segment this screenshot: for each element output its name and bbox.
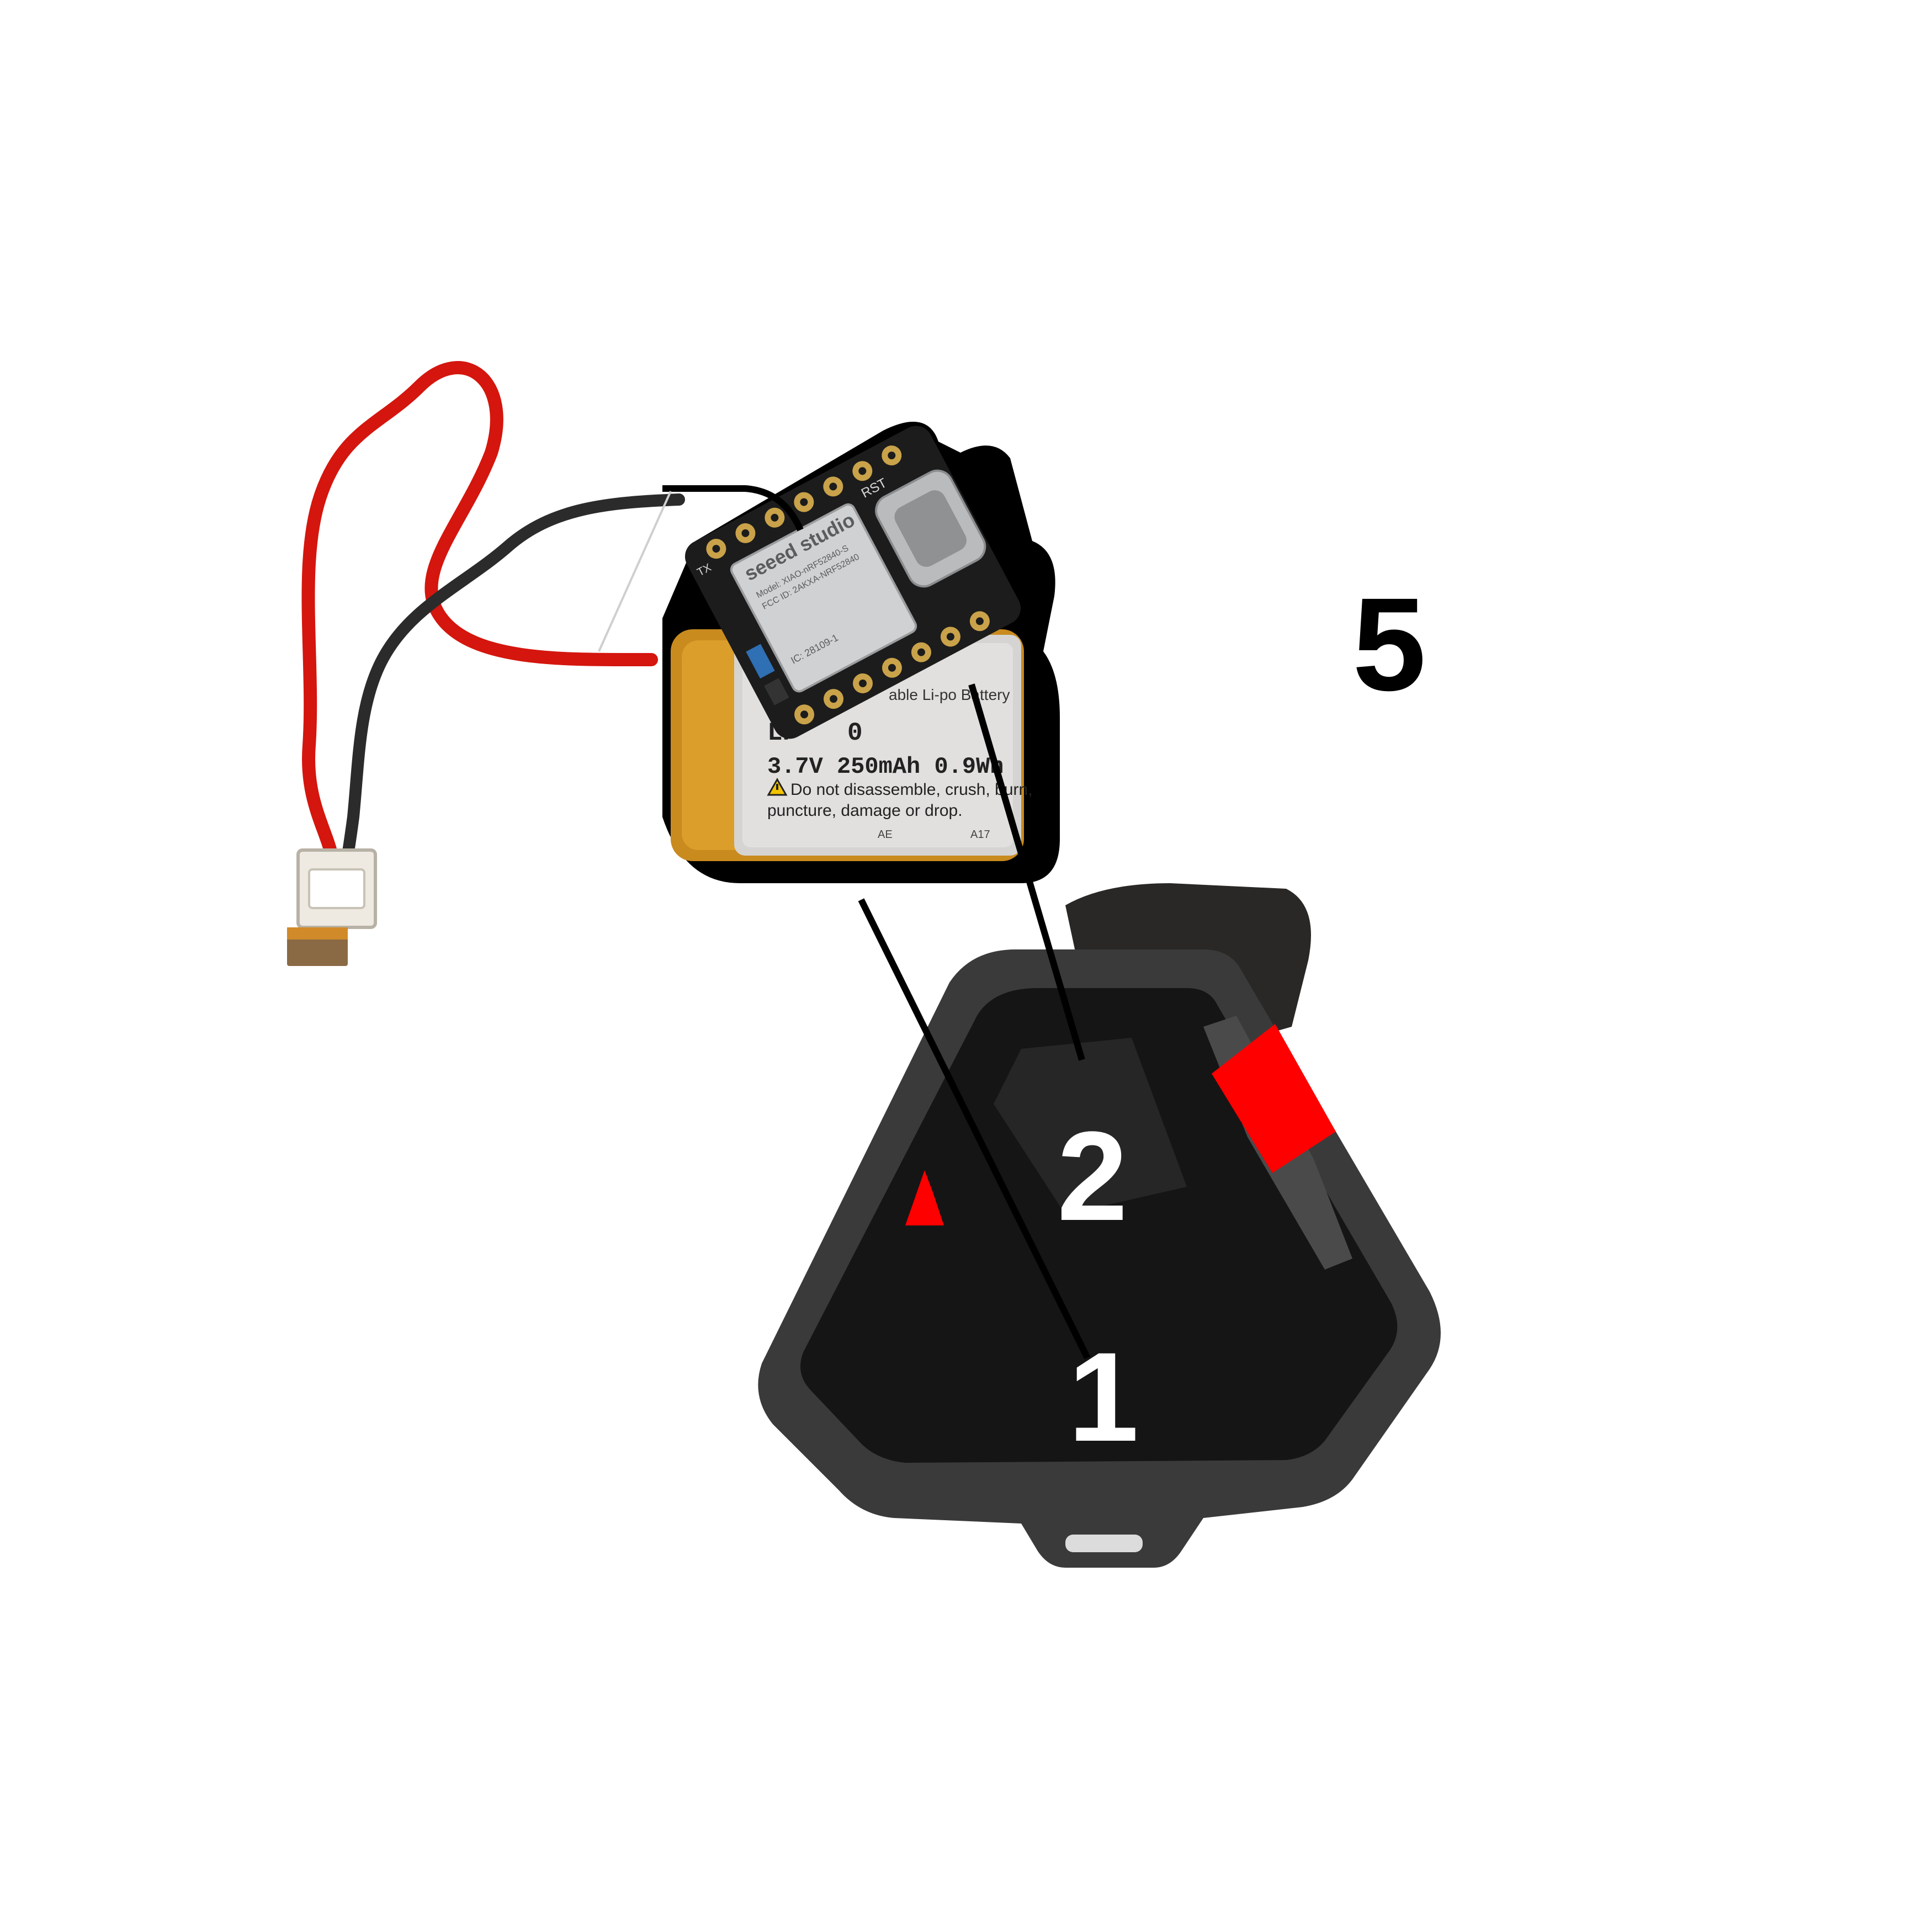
usb-c-port bbox=[875, 469, 986, 588]
battery-spec: 3.7V 250mAh 0.9Wh bbox=[767, 753, 1004, 780]
board-battery-module: able Li-po Battery LP 0 3.7V 250mAh 0.9W… bbox=[662, 422, 1060, 883]
jst-connector bbox=[287, 848, 377, 966]
step-number: 5 bbox=[1352, 570, 1426, 718]
battery-top-label: able Li-po Battery bbox=[889, 686, 1010, 703]
black-wire bbox=[336, 493, 685, 889]
case-mounting-loop bbox=[1046, 1524, 1162, 1565]
battery-warning-1: Do not disassemble, crush, burn, bbox=[790, 781, 1033, 799]
battery-code-right: A17 bbox=[970, 829, 990, 841]
battery-wires bbox=[287, 361, 685, 966]
warning-triangle-icon bbox=[767, 777, 788, 796]
rf-shield bbox=[730, 503, 917, 693]
xiao-board: seeed studio Model: XIAO-nRF52840-S FCC … bbox=[684, 426, 1021, 739]
callout-label-1: 1 bbox=[1068, 1326, 1139, 1468]
case-inner-step bbox=[994, 1038, 1187, 1214]
bottom-pin-pads bbox=[794, 611, 990, 725]
callout-line-2 bbox=[968, 683, 1085, 1061]
battery-model-suffix: 0 bbox=[847, 719, 863, 747]
callout-line-1 bbox=[858, 898, 1091, 1360]
callout-line-top-stub bbox=[598, 491, 672, 652]
red-tab-marker-icon bbox=[1212, 1024, 1336, 1173]
callout-label-2: 2 bbox=[1057, 1105, 1128, 1247]
callout-line-top bbox=[662, 485, 804, 532]
pointer-triangle-icon bbox=[905, 1170, 944, 1225]
battery-code-left: AE bbox=[878, 829, 893, 841]
top-pin-pads bbox=[706, 445, 902, 559]
red-wire bbox=[301, 361, 658, 890]
battery-warning-2: puncture, damage or drop. bbox=[767, 802, 963, 820]
